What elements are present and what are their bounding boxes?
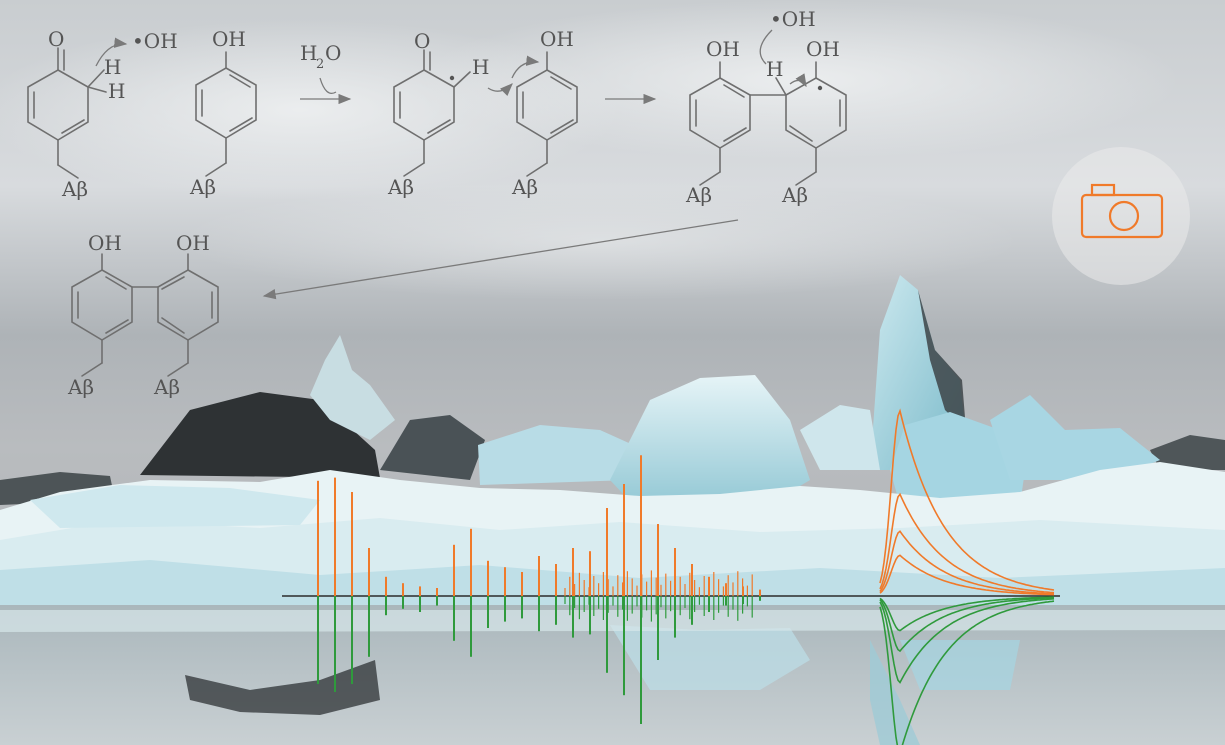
hydroxyl-label: OH (212, 27, 246, 51)
hydroxyl-radical-label: •OH (132, 29, 178, 53)
hydroxyl-label: OH (806, 37, 840, 61)
molecule-1: O H H •OH Aβ (27, 27, 178, 201)
abeta-label: Aβ (67, 375, 94, 399)
dark-rock (140, 392, 380, 478)
kinetic-trace-top (879, 554, 1055, 596)
hydrogen-label: H (108, 79, 125, 103)
oxygen-label: O (414, 29, 430, 53)
abeta-label: Aβ (781, 183, 808, 207)
hydroxyl-label: OH (706, 37, 740, 61)
molecule-2: OH Aβ (189, 27, 257, 199)
hydroxyl-radical-label: •OH (770, 7, 816, 31)
molecule-6: OH OH Aβ Aβ (67, 231, 219, 399)
reaction-arrow (262, 219, 739, 300)
kinetic-trace-bottom (879, 596, 1055, 632)
iceberg (610, 375, 810, 512)
hydrogen-label: H (472, 55, 489, 79)
iceberg (990, 395, 1160, 480)
kinetic-trace-bottom (879, 597, 1055, 653)
water-o-label: O (325, 41, 341, 65)
abeta-label: Aβ (189, 175, 216, 199)
iceberg (478, 425, 640, 485)
ice-shelf (0, 560, 1225, 605)
hydroxyl-label: OH (176, 231, 210, 255)
reflection (870, 640, 920, 745)
dark-rock (1150, 435, 1225, 470)
spectrum-chart (282, 408, 1060, 745)
dark-rock (380, 415, 485, 480)
iceberg (800, 405, 880, 470)
iceberg (310, 335, 395, 440)
camera-icon (1080, 183, 1164, 239)
reaction-scheme: O H H •OH Aβ OH Aβ (27, 7, 847, 399)
camera-button[interactable] (1052, 147, 1190, 285)
abeta-label: Aβ (387, 175, 414, 199)
abeta-label: Aβ (61, 177, 88, 201)
molecule-5: OH OH H •OH Aβ Aβ (685, 7, 847, 207)
iceberg-shadow (918, 290, 966, 430)
kinetic-trace-bottom (879, 600, 1055, 745)
reflection (185, 660, 380, 715)
reflection (0, 610, 1225, 632)
kinetic-trace-bottom (879, 598, 1055, 684)
ice-floe (30, 485, 320, 528)
water-reagent: H 2 O (300, 41, 352, 105)
abeta-label: Aβ (153, 375, 180, 399)
iceberg (890, 412, 1025, 505)
oxygen-label: O (48, 27, 64, 51)
kinetic-trace-top (879, 408, 1055, 591)
kinetic-trace-top (879, 530, 1055, 595)
molecule-4: OH Aβ (511, 27, 578, 199)
hydroxyl-label: OH (540, 27, 574, 51)
cloud (180, 180, 1020, 300)
kinetic-trace-top (879, 492, 1055, 594)
hydrogen-label: H (766, 57, 783, 81)
abeta-label: Aβ (511, 175, 538, 199)
molecule-3: O H Aβ (387, 29, 513, 199)
reflection (900, 640, 1020, 690)
hydrogen-label: H (104, 55, 121, 79)
water-h-label: H (300, 41, 317, 65)
hydroxyl-label: OH (88, 231, 122, 255)
abeta-label: Aβ (685, 183, 712, 207)
reflection (610, 625, 810, 690)
water-subscript: 2 (316, 57, 324, 72)
